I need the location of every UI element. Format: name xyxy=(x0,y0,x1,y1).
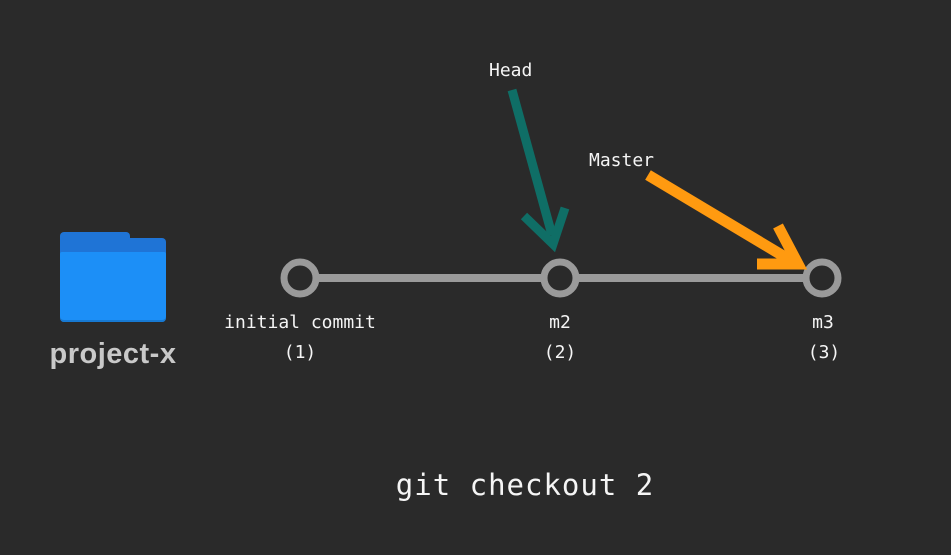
commit-node-1 xyxy=(280,258,320,298)
commit-2-message: m2 xyxy=(549,312,571,333)
commit-1-id: (1) xyxy=(283,342,317,363)
head-arrow xyxy=(507,88,570,253)
commit-3-id: (3) xyxy=(807,342,841,363)
commit-node-3 xyxy=(802,258,842,298)
commit-3-message: m3 xyxy=(812,312,834,333)
master-label: Master xyxy=(589,150,655,171)
commit-node-2 xyxy=(540,258,580,298)
command-text: git checkout 2 xyxy=(395,468,655,502)
head-label: Head xyxy=(489,60,533,81)
commit-2-id: (2) xyxy=(543,342,577,363)
master-arrow xyxy=(645,170,808,270)
commit-1-message: initial commit xyxy=(224,312,376,333)
folder-front xyxy=(60,252,166,322)
folder-icon xyxy=(60,232,166,322)
project-name: project-x xyxy=(49,338,177,370)
